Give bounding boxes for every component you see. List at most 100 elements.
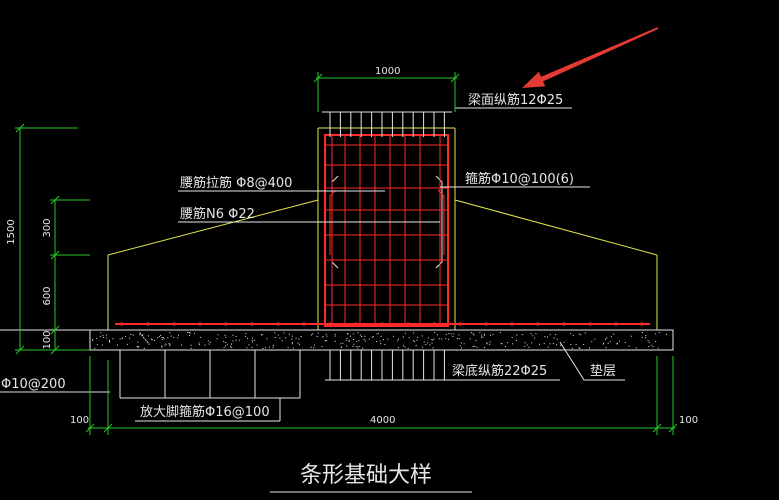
cushion-speckle xyxy=(539,343,540,345)
cushion-speckle xyxy=(352,345,354,347)
cushion-speckle xyxy=(148,343,150,345)
cushion-speckle xyxy=(109,341,110,342)
cushion-speckle xyxy=(224,334,226,336)
cushion-speckle xyxy=(277,334,279,336)
cushion-speckle xyxy=(251,339,253,341)
cushion-speckle xyxy=(198,342,200,344)
cushion-speckle xyxy=(356,340,358,342)
cushion-speckle xyxy=(618,340,620,342)
cushion-speckle xyxy=(602,343,604,345)
cushion-speckle xyxy=(516,339,518,341)
cushion-speckle xyxy=(361,336,363,337)
cushion-speckle xyxy=(589,347,590,349)
cushion-speckle xyxy=(232,340,234,342)
cushion-speckle xyxy=(163,338,165,340)
dim-haunch-height: 600 xyxy=(42,286,53,305)
cushion-speckle xyxy=(532,335,534,337)
bottom-tick-3 xyxy=(652,423,662,433)
bottom-rebar-dot xyxy=(146,322,150,326)
cushion-speckle xyxy=(578,347,580,349)
cushion-speckle xyxy=(265,347,266,349)
cushion-speckle xyxy=(102,334,104,336)
cushion-speckle xyxy=(169,332,171,334)
cushion-speckle xyxy=(345,339,347,341)
cushion-speckle xyxy=(652,346,654,348)
cushion-speckle xyxy=(310,346,312,348)
cushion-speckle xyxy=(288,333,290,335)
cushion-speckle xyxy=(300,336,302,337)
cushion-speckle xyxy=(605,347,607,349)
label-waist-tie: 腰筋拉筋 Φ8@400 xyxy=(180,175,292,191)
cushion-speckle xyxy=(100,332,102,334)
cushion-speckle xyxy=(423,341,425,343)
cushion-speckle xyxy=(353,343,355,345)
cushion-speckle xyxy=(563,341,565,343)
cushion-speckle xyxy=(127,343,129,345)
cushion-speckle xyxy=(486,343,488,345)
cushion-speckle xyxy=(247,337,249,339)
cushion-speckle xyxy=(311,334,312,336)
cushion-speckle xyxy=(492,334,494,336)
cushion-speckle xyxy=(109,341,111,343)
cushion-speckle xyxy=(512,343,513,345)
bottom-rebar-dot xyxy=(172,322,176,326)
cushion-speckle xyxy=(143,336,145,338)
cushion-speckle xyxy=(474,345,476,347)
dim-total-height: 1500 xyxy=(6,219,17,244)
cushion-speckle xyxy=(138,346,140,348)
cushion-speckle xyxy=(253,339,255,341)
cushion-speckle xyxy=(436,334,438,336)
cushion-speckle xyxy=(364,340,366,342)
cushion-speckle xyxy=(235,335,237,337)
cushion-speckle xyxy=(96,344,98,346)
cushion-speckle xyxy=(624,341,626,343)
cushion-speckle xyxy=(141,334,143,336)
tick-3 xyxy=(50,195,60,205)
bottom-rebar-dot xyxy=(120,322,124,326)
cushion-speckle xyxy=(580,334,582,336)
tick-6 xyxy=(50,345,60,355)
cushion-speckle xyxy=(530,333,532,335)
cushion-speckle xyxy=(334,335,336,337)
cushion-speckle xyxy=(346,345,348,347)
cushion-speckle xyxy=(483,334,485,336)
cushion-speckle xyxy=(605,338,606,340)
label-cushion: 垫层 xyxy=(590,363,616,379)
cushion-speckle xyxy=(489,334,491,336)
cushion-speckle xyxy=(231,343,232,345)
cushion-speckle xyxy=(358,345,360,347)
cushion-speckle xyxy=(161,346,163,348)
cushion-speckle xyxy=(346,338,348,339)
cushion-speckle xyxy=(560,344,561,346)
dim-beam-width: 1000 xyxy=(375,66,400,77)
beam-rebar-cage xyxy=(115,134,650,327)
cushion-speckle xyxy=(460,347,462,349)
cushion-speckle xyxy=(413,332,415,334)
cushion-speckle xyxy=(129,337,131,339)
rebar-labels: 梁面纵筋12Φ25 箍筋Φ10@100(6) 腰筋拉筋 Φ8@400 腰筋N6 … xyxy=(1,92,616,420)
bottom-rebar-dot xyxy=(588,322,592,326)
cushion-speckle xyxy=(231,347,233,349)
cushion-speckle xyxy=(647,340,649,342)
cushion-speckle xyxy=(103,337,105,338)
cushion-speckle xyxy=(268,346,270,348)
cushion-speckle xyxy=(648,346,650,347)
cushion-speckle xyxy=(657,347,659,349)
cushion-speckle xyxy=(397,338,399,340)
cushion-speckle xyxy=(429,344,431,346)
cushion-speckle xyxy=(534,337,536,339)
cushion-speckle xyxy=(421,335,423,337)
cushion-speckle xyxy=(157,337,159,339)
cushion-speckle xyxy=(356,346,358,347)
cushion-speckle xyxy=(251,346,253,348)
tick-5 xyxy=(50,325,60,335)
cushion-speckle xyxy=(198,344,200,346)
cushion-speckle xyxy=(321,346,323,347)
annotation-leaders xyxy=(0,107,625,422)
cushion-speckle xyxy=(544,336,546,338)
cushion-speckle xyxy=(414,341,416,343)
cushion-speckle xyxy=(106,334,108,336)
stirrup-outline xyxy=(324,134,449,327)
cushion-speckle xyxy=(655,333,657,335)
cushion-speckle xyxy=(177,337,179,339)
